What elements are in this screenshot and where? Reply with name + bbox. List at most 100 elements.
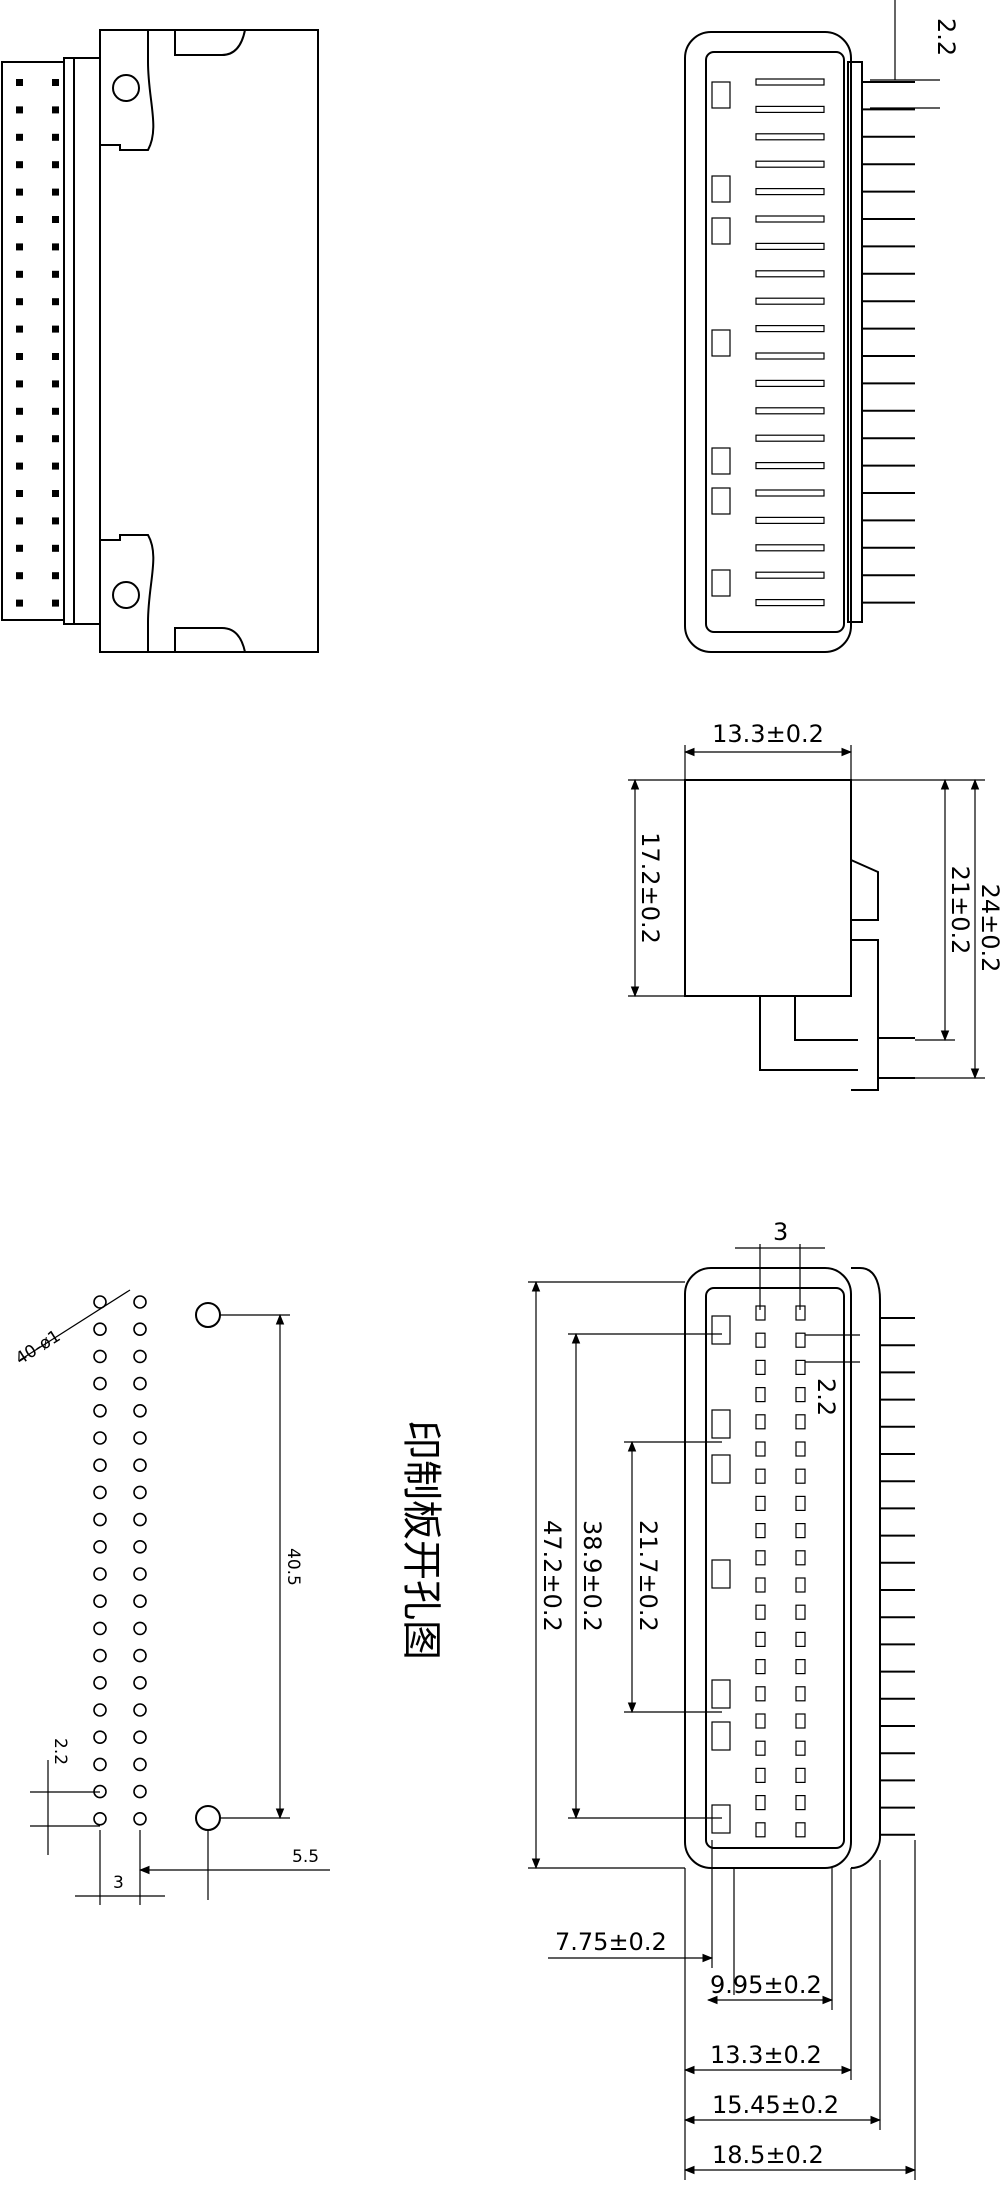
pcb-hole xyxy=(93,1812,107,1826)
square-pin xyxy=(16,161,23,169)
front-dim-15-45: 15.45±0.2 xyxy=(712,2091,839,2119)
pitch-label: 2.2 xyxy=(932,18,960,56)
mount-hole-top xyxy=(195,1302,221,1328)
span-label: 40.5 xyxy=(283,1548,303,1586)
mount-hole-bottom xyxy=(195,1805,221,1831)
pcb-hole xyxy=(93,1404,107,1418)
top-right-view: 2.2 xyxy=(684,0,960,653)
square-pin xyxy=(16,79,23,86)
pin-slot xyxy=(755,352,825,360)
front-contact xyxy=(755,1767,766,1784)
pcb-hole xyxy=(93,1676,107,1690)
pcb-hole xyxy=(133,1431,147,1445)
square-pin xyxy=(16,517,23,525)
front-contact xyxy=(795,1794,806,1811)
square-pin xyxy=(16,407,23,415)
front-contact xyxy=(755,1631,766,1648)
front-contact-columns xyxy=(755,1305,806,1838)
square-pin xyxy=(52,544,59,552)
latch-window xyxy=(711,175,731,203)
square-pin xyxy=(16,298,23,306)
square-pin xyxy=(52,353,59,360)
front-contact xyxy=(795,1468,806,1484)
square-pin xyxy=(52,270,59,278)
latch-window xyxy=(711,569,731,597)
square-pin xyxy=(16,353,23,360)
square-pin xyxy=(52,243,59,251)
front-contact xyxy=(755,1332,766,1348)
front-contact xyxy=(795,1495,806,1512)
square-pin xyxy=(16,435,23,443)
pin-slot xyxy=(755,297,825,305)
pin-slot xyxy=(755,544,825,552)
front-dim-21-7: 21.7±0.2 xyxy=(634,1520,662,1632)
front-contact xyxy=(795,1740,806,1756)
side-body xyxy=(684,779,852,997)
front-latch-window xyxy=(711,1315,731,1345)
front-dim-7-75: 7.75±0.2 xyxy=(555,1928,667,1956)
front-housing-inner xyxy=(705,1287,845,1849)
side-pin-height-label: 21±0.2 xyxy=(946,866,974,955)
front-pin-pitch-label: 2.2 xyxy=(812,1378,840,1416)
pin-slot xyxy=(755,434,825,442)
square-pin xyxy=(52,325,59,333)
front-contact xyxy=(795,1414,806,1430)
square-pin xyxy=(52,407,59,415)
square-pin xyxy=(16,216,23,223)
pin-slot xyxy=(755,571,825,579)
square-pin xyxy=(16,325,23,333)
latch-window xyxy=(711,487,731,515)
pin-carrier xyxy=(847,61,863,623)
front-contact xyxy=(755,1359,766,1376)
side-pin-1 xyxy=(759,996,858,1071)
front-contact xyxy=(755,1522,766,1539)
side-view: 13.3±0.2 17.2±0.2 21±0.2 24±0.2 xyxy=(628,720,1004,1091)
square-pin xyxy=(52,106,59,114)
front-contact xyxy=(755,1794,766,1811)
hole-label: 40-ø1 xyxy=(12,1326,64,1369)
front-view: 3 2.2 47.2±0.2 38.9±0.2 21.7±0.2 7.75±0.… xyxy=(528,1218,917,2180)
front-contact xyxy=(755,1441,766,1457)
pin-slot xyxy=(755,188,825,196)
front-latch xyxy=(850,1267,881,1869)
front-contact xyxy=(795,1604,806,1620)
side-width-label: 13.3±0.2 xyxy=(712,720,824,748)
pcb-hole xyxy=(93,1512,107,1527)
pin-slot xyxy=(755,133,825,141)
pcb-hole xyxy=(133,1676,147,1690)
pcb-hole xyxy=(133,1757,147,1772)
front-contact xyxy=(755,1604,766,1620)
front-contact xyxy=(795,1822,806,1838)
square-pin xyxy=(16,490,23,497)
latch-window xyxy=(711,81,731,109)
front-contact xyxy=(795,1441,806,1457)
front-dim-9-95: 9.95±0.2 xyxy=(710,1971,822,1999)
pcb-hole xyxy=(133,1349,147,1364)
pcb-hole xyxy=(93,1376,107,1391)
side-body-height-label: 17.2±0.2 xyxy=(636,832,664,944)
front-latch-window xyxy=(711,1454,731,1484)
front-contact xyxy=(795,1767,806,1784)
pcb-hole xyxy=(133,1730,147,1744)
pcb-hole xyxy=(133,1648,147,1663)
front-contact xyxy=(755,1822,766,1838)
pcb-hole xyxy=(93,1648,107,1663)
latch-window xyxy=(711,447,731,475)
pcb-hole xyxy=(93,1594,107,1608)
square-pin xyxy=(52,599,59,607)
square-pin xyxy=(52,161,59,169)
front-contact xyxy=(795,1577,806,1593)
pcb-hole xyxy=(93,1431,107,1445)
housing-outline xyxy=(684,31,852,653)
upper-mount-hole xyxy=(112,74,140,102)
housing-inner xyxy=(705,51,845,633)
front-latch-window xyxy=(711,1679,731,1709)
connector-body xyxy=(99,29,319,653)
front-latch-window xyxy=(711,1559,731,1589)
square-pin xyxy=(16,599,23,607)
pcb-hole xyxy=(93,1458,107,1472)
front-contact xyxy=(795,1550,806,1566)
pcb-hole xyxy=(133,1567,147,1581)
pcb-hole xyxy=(133,1404,147,1418)
